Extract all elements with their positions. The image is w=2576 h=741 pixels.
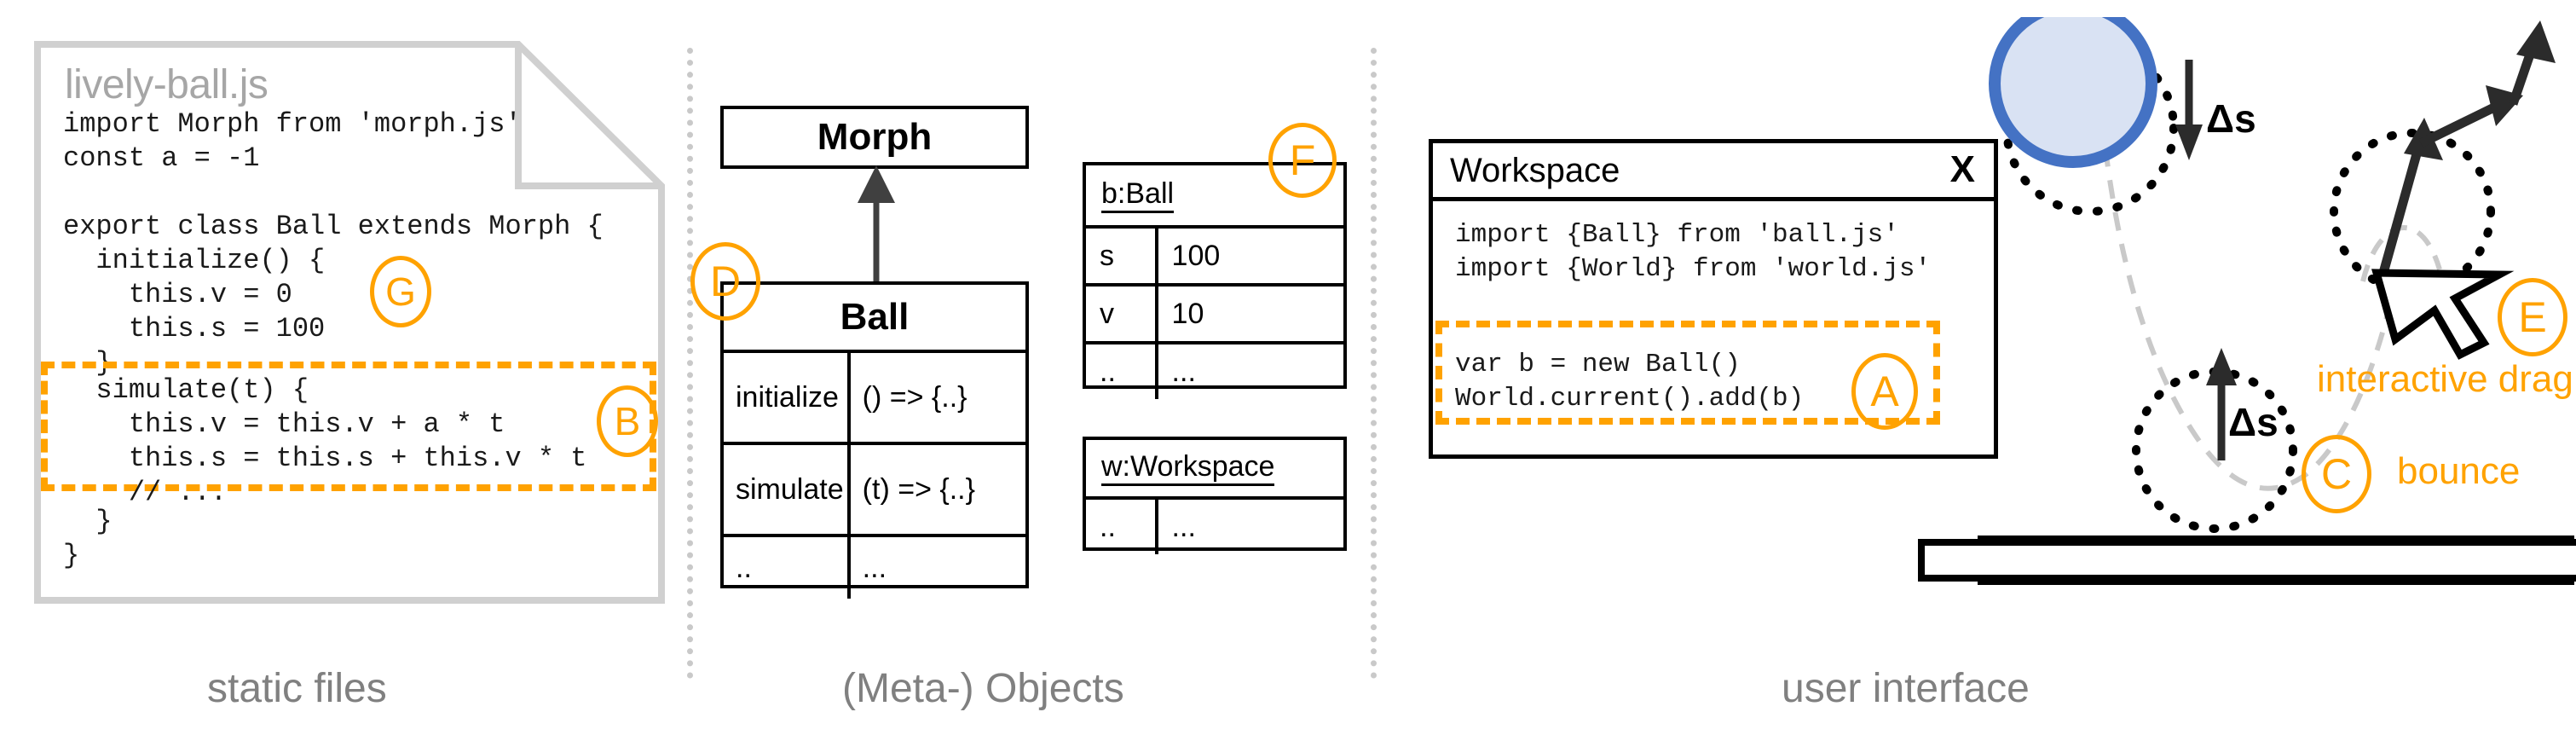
uml-class-morph: Morph (720, 106, 1029, 169)
uml-member-name: .. (724, 537, 851, 599)
object-key: .. (1086, 500, 1158, 554)
uml-member-value: (t) => {..} (862, 472, 975, 506)
close-icon[interactable]: X (1949, 148, 1975, 190)
object-value: ... (1171, 510, 1196, 543)
caption-user-interface: user interface (1782, 666, 2030, 711)
marker-f: F (1268, 123, 1337, 198)
marker-e: E (2498, 278, 2567, 356)
inheritance-arrow (858, 165, 895, 290)
uml-member-value: () => {..} (862, 380, 967, 414)
bounce-label: bounce (2397, 450, 2521, 492)
delta-s-top-label: Δs (2206, 96, 2256, 141)
file-card-shape (34, 41, 665, 604)
separator-right (1371, 48, 1377, 679)
uml-row: initialize () => {..} (724, 350, 1025, 442)
file-code-highlight: simulate(t) { this.v = this.v + a * t th… (95, 374, 587, 508)
file-code-bottom: } } (63, 506, 113, 571)
marker-d: D (690, 242, 760, 321)
uml-class-ball: Ball initialize () => {..} simulate (t) … (720, 281, 1029, 599)
highlight-box-a (1435, 321, 1940, 425)
object-value: 10 (1171, 297, 1204, 330)
separator-left (687, 48, 693, 679)
uml-member-value: ... (862, 551, 887, 584)
uml-ball-label: Ball (840, 296, 910, 338)
uml-member-name: simulate (724, 445, 851, 534)
uml-row: simulate (t) => {..} (724, 442, 1025, 534)
caption-meta-objects: (Meta-) Objects (842, 666, 1124, 711)
marker-b: B (597, 385, 658, 457)
workspace-code-imports[interactable]: import {Ball} from 'ball.js' import {Wor… (1455, 220, 1932, 284)
uml-member-name: initialize (724, 353, 851, 442)
interactive-drag-label: interactive drag (2317, 358, 2573, 400)
object-table-workspace: w:Workspace .. ... (1083, 437, 1347, 554)
workspace-code-highlight[interactable]: var b = new Ball() World.current().add(b… (1455, 350, 1805, 414)
ball-physics-scene (1978, 17, 2574, 585)
table-row: s 100 (1086, 225, 1343, 283)
table-row: .. ... (1086, 496, 1343, 554)
object-value: ... (1171, 355, 1196, 388)
object-key: s (1086, 229, 1158, 283)
marker-a: A (1851, 353, 1918, 430)
table-row: .. ... (1086, 341, 1343, 399)
object-table-ball: b:Ball s 100 v 10 .. ... (1083, 162, 1347, 399)
table-row: v 10 (1086, 283, 1343, 341)
workspace-title: Workspace (1450, 152, 1620, 189)
file-name-label: lively-ball.js (65, 62, 269, 107)
floor-bar (1918, 539, 2576, 582)
object-header: b:Ball (1086, 165, 1343, 225)
uml-morph-label: Morph (817, 116, 933, 158)
marker-c: C (2302, 435, 2371, 513)
object-key: .. (1086, 344, 1158, 399)
marker-g: G (370, 256, 431, 327)
file-code-top: import Morph from 'morph.js' const a = -… (63, 108, 604, 379)
uml-row: .. ... (724, 534, 1025, 599)
object-key: v (1086, 287, 1158, 341)
object-value: 100 (1171, 239, 1221, 272)
object-header: w:Workspace (1086, 440, 1343, 496)
caption-static-files: static files (207, 666, 387, 711)
delta-s-bottom-label: Δs (2228, 400, 2279, 444)
workspace-titlebar[interactable] (1433, 143, 1994, 201)
